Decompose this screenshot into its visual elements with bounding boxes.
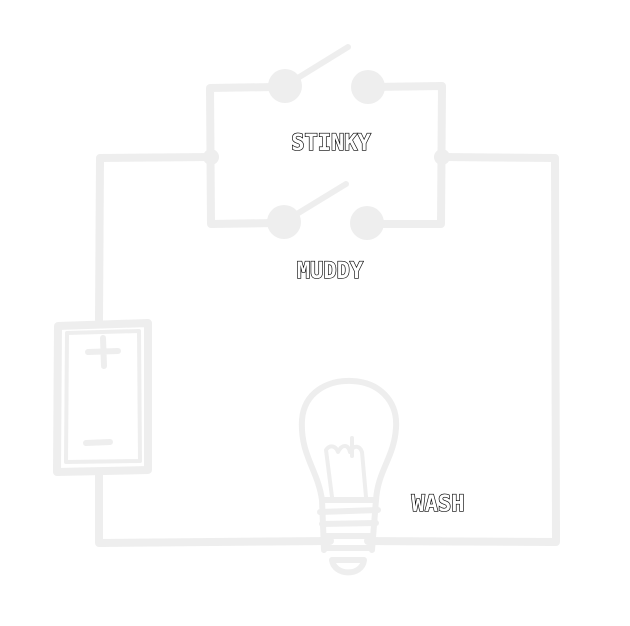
switch-top-contact-right: [351, 70, 385, 104]
battery-negative-icon: [83, 439, 113, 446]
label-wash: WASH: [412, 492, 465, 517]
wire-branch-right: [366, 82, 446, 228]
junction-right: [434, 149, 450, 165]
battery-body: [53, 319, 152, 476]
lightbulb-icon: [298, 377, 400, 576]
label-stinky: STINKY: [291, 131, 371, 156]
switch-icon: [268, 44, 385, 104]
switch-top-contact-left: [268, 69, 302, 103]
junction-nodes: [203, 149, 450, 165]
switch-icon: [267, 181, 384, 240]
bulb-glass: [298, 377, 400, 503]
battery-positive-icon: [85, 335, 121, 369]
bulb-tip: [329, 557, 367, 576]
switch-bottom-contact-left: [267, 205, 301, 239]
junction-left: [203, 149, 219, 165]
wire-left-bottom: [95, 470, 334, 547]
bulb-filament: [324, 444, 368, 499]
battery-inner: [64, 329, 142, 464]
wire-left-top: [95, 153, 215, 324]
switch-bottom-lever: [284, 181, 349, 223]
switch-top-lever: [285, 44, 351, 87]
label-muddy: MUDDY: [297, 259, 364, 284]
wire-bottom-right: [364, 153, 560, 546]
wire-branch-left: [206, 83, 279, 228]
battery-icon: [53, 319, 152, 476]
bulb-base: [317, 497, 381, 551]
switch-bottom-contact-right: [350, 206, 384, 240]
bulb-base-sides: [319, 497, 379, 553]
